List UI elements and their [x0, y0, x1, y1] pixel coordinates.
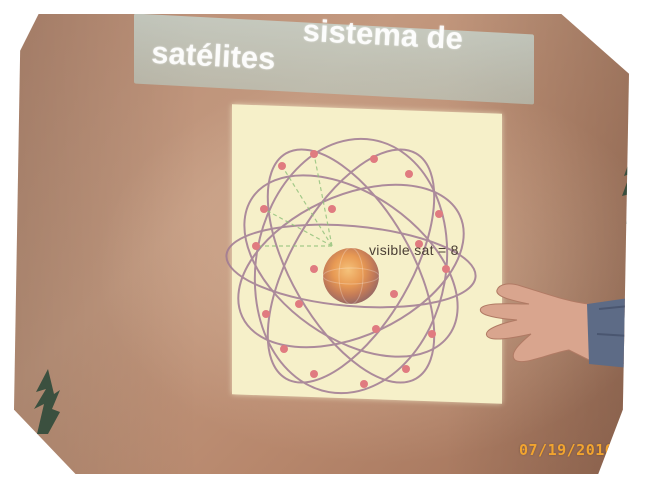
plant-left-decoration — [34, 369, 60, 434]
satellite-orbit-diagram — [225, 137, 477, 395]
photo-date-stamp: 07/19/2010 — [519, 441, 615, 459]
visibility-lines — [256, 153, 333, 247]
plant-right-decoration — [622, 154, 629, 224]
projected-slide-photo: sistema de satélites — [14, 14, 629, 474]
earth-globe — [323, 248, 379, 304]
visible-satellites-label: visible sat = 8 — [369, 242, 459, 258]
presenter-hand — [479, 283, 629, 368]
satellite-markers — [252, 150, 450, 388]
